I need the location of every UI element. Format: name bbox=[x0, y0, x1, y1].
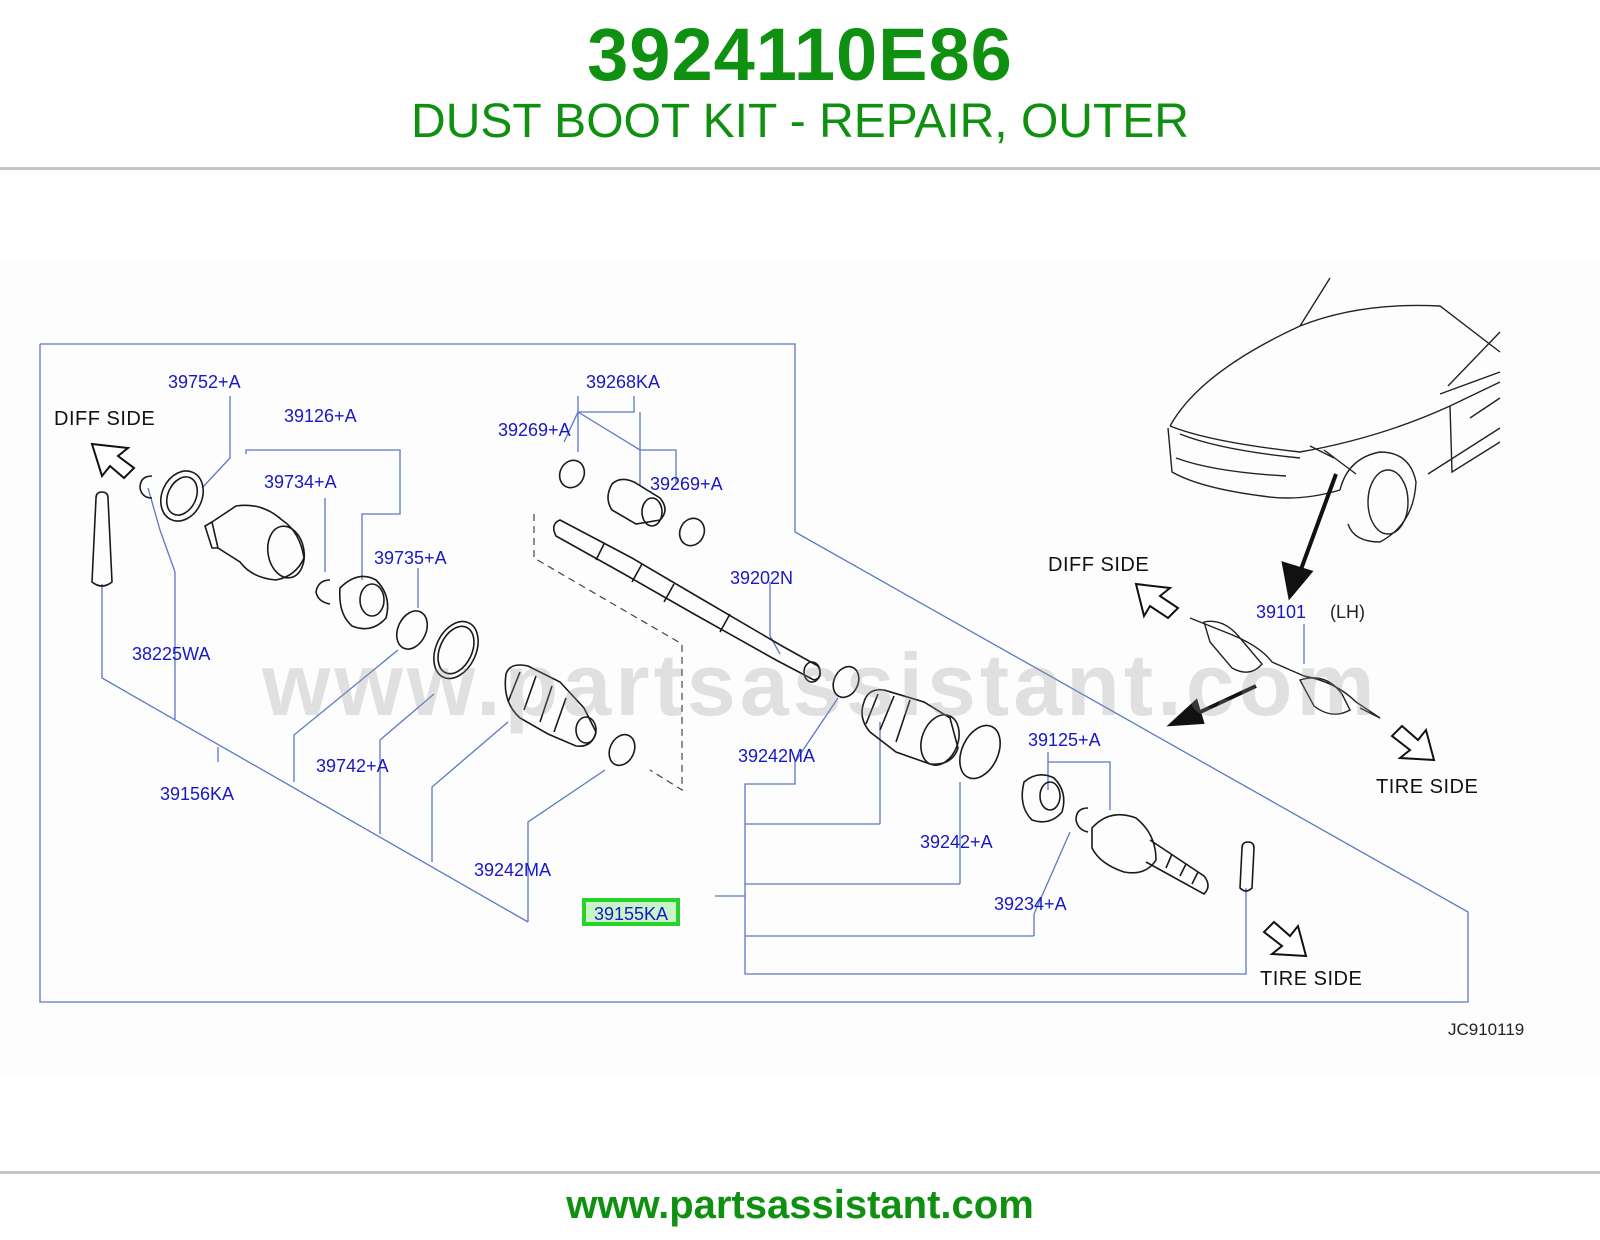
leader-39125 bbox=[1047, 752, 1111, 810]
direction-pointer-head-icon bbox=[1166, 698, 1205, 727]
highlighted-part-39155ka[interactable]: 39155KA bbox=[582, 898, 680, 926]
label-39268ka[interactable]: 39268KA bbox=[586, 372, 661, 392]
tire-side-bottom-label: TIRE SIDE bbox=[1260, 968, 1363, 990]
joint-housing-39126 bbox=[211, 504, 305, 581]
label-lh: (LH) bbox=[1330, 602, 1365, 622]
grease-tube-right bbox=[1239, 841, 1255, 892]
direction-pointer-line bbox=[1195, 684, 1257, 716]
leader-39242ma-r bbox=[744, 762, 1247, 975]
tire-side-right-label: TIRE SIDE bbox=[1376, 776, 1479, 798]
footer-url-link[interactable]: www.partsassistant.com bbox=[566, 1183, 1034, 1227]
grease-tube-left bbox=[91, 491, 113, 587]
circlip-left bbox=[139, 475, 153, 499]
leader-39156 bbox=[101, 584, 529, 923]
boot-outer bbox=[861, 688, 959, 765]
spider-39125 bbox=[1021, 774, 1065, 823]
arrow-tire-right-icon bbox=[1390, 724, 1436, 762]
band-39242ma-left bbox=[608, 733, 636, 767]
outer-stub bbox=[1145, 839, 1209, 895]
label-39742[interactable]: 39742+A bbox=[316, 756, 389, 776]
label-39242ma-right[interactable]: 39242MA bbox=[738, 746, 816, 766]
circlip-right bbox=[1075, 807, 1089, 833]
leader-39742 bbox=[293, 649, 399, 782]
label-39101[interactable]: 39101 bbox=[1256, 602, 1307, 622]
leader-39202 bbox=[769, 582, 781, 655]
page-header: 3924110E86 DUST BOOT KIT - REPAIR, OUTER bbox=[0, 0, 1600, 170]
diff-side-right-label: DIFF SIDE bbox=[1048, 554, 1150, 576]
leader-39742-b bbox=[379, 693, 435, 834]
spider-39735 bbox=[338, 575, 389, 630]
band-39242a bbox=[959, 724, 1001, 780]
band-39242ma-right bbox=[832, 665, 860, 699]
footer-divider bbox=[0, 1171, 1600, 1174]
label-39125[interactable]: 39125+A bbox=[1028, 730, 1101, 750]
label-39156ka[interactable]: 39156KA bbox=[160, 784, 235, 804]
clamp-39269-b bbox=[678, 517, 706, 547]
ring-39752 bbox=[160, 470, 204, 522]
highlighted-part-label: 39155KA bbox=[593, 904, 669, 924]
label-39242a[interactable]: 39242+A bbox=[920, 832, 993, 852]
watermark-text: www.partsassistant.com bbox=[262, 635, 1379, 734]
leader-39268 bbox=[577, 396, 635, 413]
diagram-ref-code: JC910119 bbox=[1448, 1020, 1525, 1039]
leader-39126 bbox=[245, 449, 401, 580]
leader-39242ma-l bbox=[527, 769, 606, 922]
header-divider bbox=[0, 167, 1600, 170]
clamp-39269-a bbox=[558, 459, 586, 489]
leader-39752 bbox=[201, 396, 231, 489]
arrow-diff-right-icon bbox=[1134, 582, 1180, 620]
leader-38225-top bbox=[147, 487, 176, 573]
arrow-diff-left-icon bbox=[90, 442, 136, 480]
label-39269-b[interactable]: 39269+A bbox=[650, 474, 723, 494]
label-39734[interactable]: 39734+A bbox=[264, 472, 337, 492]
part-number-title: 3924110E86 bbox=[587, 13, 1013, 96]
label-38225wa[interactable]: 38225WA bbox=[132, 644, 211, 664]
arrow-tire-bottom-icon bbox=[1262, 920, 1308, 958]
diff-side-left-label: DIFF SIDE bbox=[54, 408, 156, 430]
snap-ring bbox=[395, 610, 429, 650]
label-39752[interactable]: 39752+A bbox=[168, 372, 241, 392]
diagram-frame bbox=[39, 343, 1469, 1003]
damper-39268 bbox=[607, 478, 666, 525]
part-description: DUST BOOT KIT - REPAIR, OUTER bbox=[411, 95, 1189, 148]
car-pointer-line bbox=[1298, 473, 1338, 573]
car-illustration bbox=[1167, 277, 1501, 543]
outer-joint bbox=[1091, 813, 1157, 874]
diagram-drawing bbox=[39, 277, 1501, 1003]
car-pointer-head-icon bbox=[1281, 561, 1314, 601]
leader-39242ma-b bbox=[431, 721, 509, 862]
label-39202n[interactable]: 39202N bbox=[730, 568, 794, 588]
label-39269-a[interactable]: 39269+A bbox=[498, 420, 571, 440]
band-39742 bbox=[433, 620, 479, 680]
label-39234[interactable]: 39234+A bbox=[994, 894, 1067, 914]
label-39735[interactable]: 39735+A bbox=[374, 548, 447, 568]
circlip-39734 bbox=[315, 579, 331, 605]
label-39242ma-left[interactable]: 39242MA bbox=[474, 860, 552, 880]
axle-inset bbox=[1189, 617, 1381, 719]
parts-diagram: www.partsassistant.com DIFF SIDE DIFF SI… bbox=[0, 262, 1600, 1074]
label-39126[interactable]: 39126+A bbox=[284, 406, 357, 426]
shaft-envelope bbox=[533, 514, 683, 792]
